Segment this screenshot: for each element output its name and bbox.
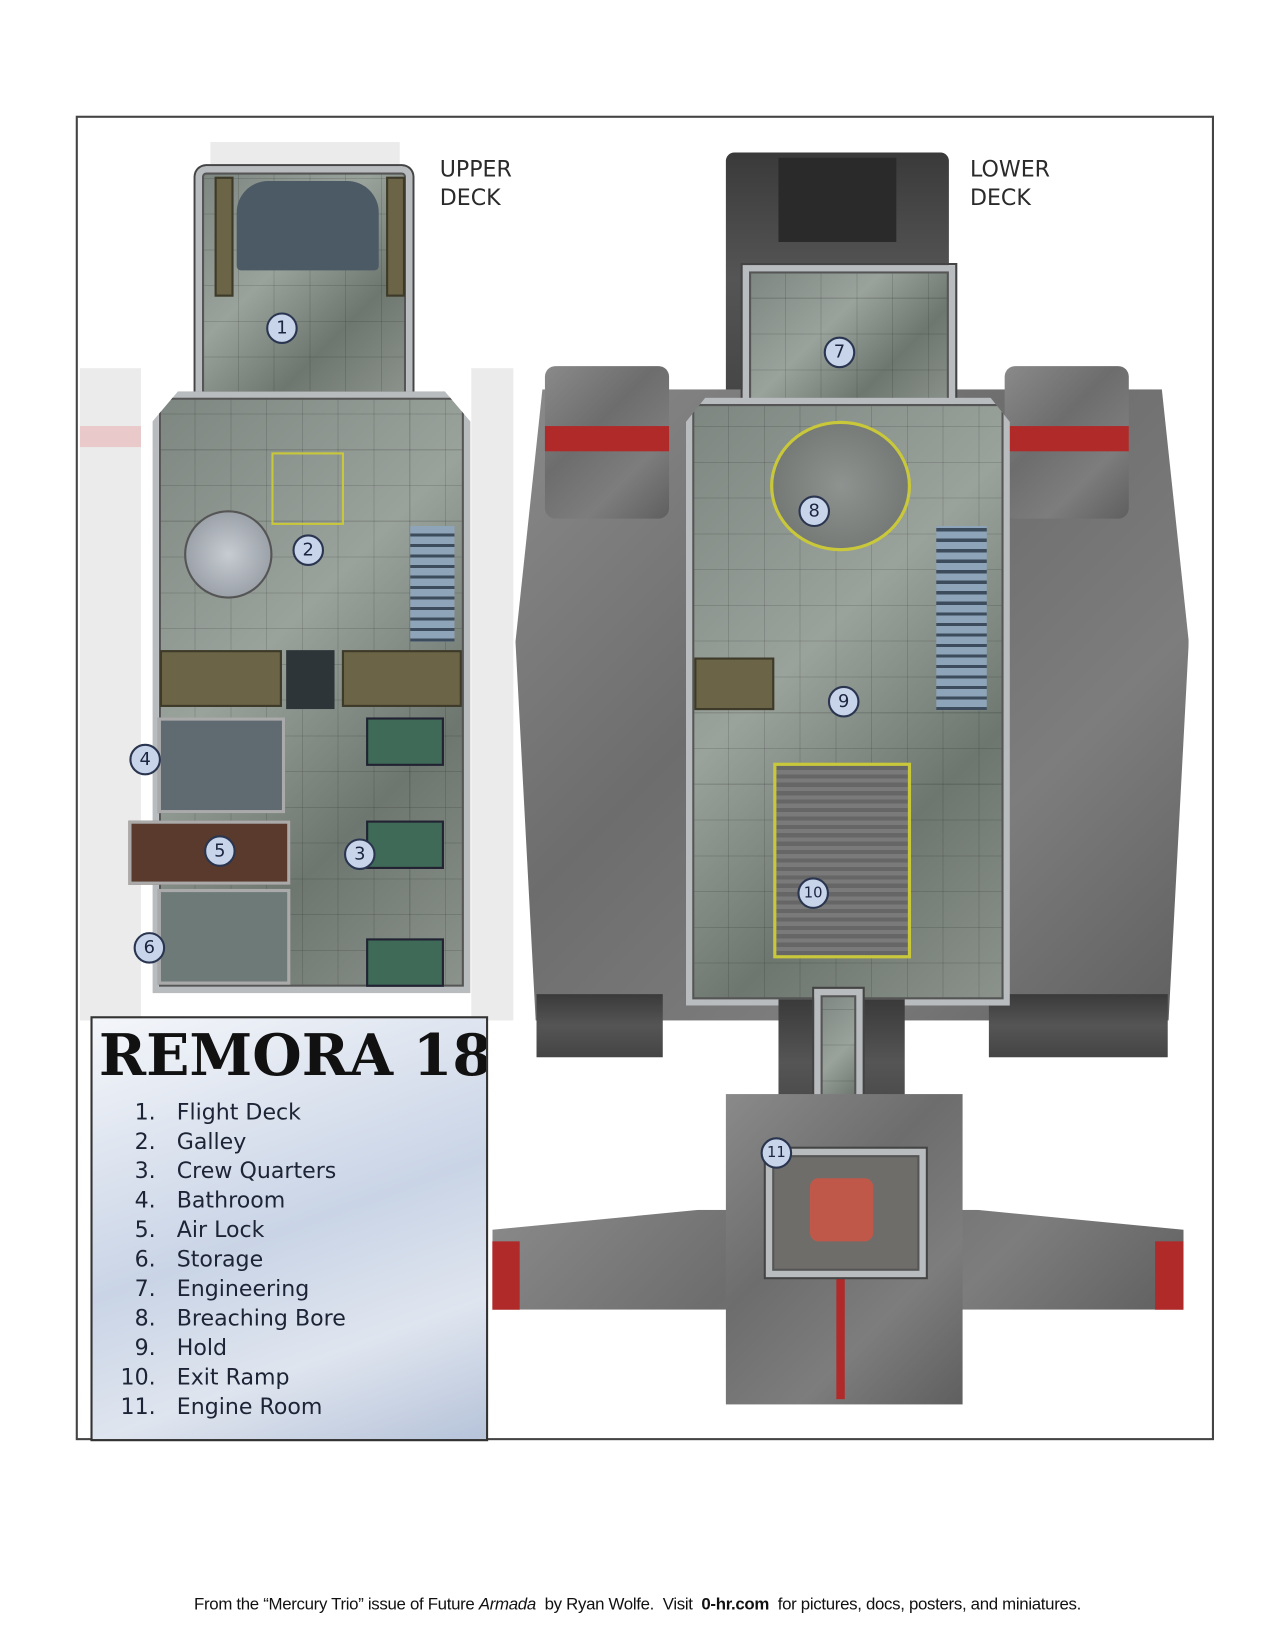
bathroom-room	[157, 717, 286, 814]
lower-deck-label-line1: LOWER	[969, 156, 1051, 182]
legend-number: 8.	[134, 1305, 156, 1331]
bunk-1	[366, 717, 444, 766]
footer-prefix: From the “Mercury Trio” issue of Future	[194, 1595, 479, 1614]
marker-3: 3	[344, 838, 376, 871]
marker-4: 4	[129, 743, 161, 776]
legend-label: Engine Room	[176, 1393, 323, 1420]
cockpit-controls	[236, 180, 379, 271]
footer-suffix: for pictures, docs, posters, and miniatu…	[769, 1595, 1082, 1614]
legend-label: Breaching Bore	[176, 1305, 346, 1331]
footer-site-link[interactable]: 0-hr.com	[701, 1595, 770, 1614]
legend-number: 3.	[134, 1158, 156, 1184]
legend-label: Crew Quarters	[176, 1158, 337, 1184]
marker-11: 11	[760, 1137, 793, 1169]
legend-number: 11.	[120, 1393, 156, 1420]
exit-ramp	[773, 762, 912, 959]
lower-stairs	[936, 526, 987, 711]
legend-label: Air Lock	[176, 1217, 265, 1243]
hatch-outline	[271, 452, 345, 525]
marker-8: 8	[798, 495, 831, 528]
left-pod-stripe	[544, 426, 670, 452]
marker-5: 5	[204, 835, 236, 867]
galley-table	[184, 510, 273, 599]
hold-crate	[694, 657, 775, 711]
console-right	[386, 176, 406, 297]
lower-deck-label: LOWER DECK	[970, 156, 1050, 213]
legend-number: 7.	[134, 1276, 156, 1302]
legend-number: 5.	[134, 1217, 156, 1243]
wing-tip-right	[1155, 1241, 1184, 1310]
bunk-3	[366, 938, 444, 987]
legend-number: 2.	[134, 1128, 156, 1155]
upper-deck-label-line1: UPPER	[439, 156, 512, 182]
legend-number: 9.	[134, 1334, 156, 1361]
storage-bay-right	[341, 650, 462, 707]
upper-deck-label: UPPER DECK	[440, 156, 512, 213]
legend-label: Galley	[176, 1128, 247, 1155]
footer-magazine: Armada	[478, 1595, 536, 1614]
legend-number: 4.	[134, 1187, 156, 1213]
legend-label: Engineering	[176, 1276, 310, 1302]
footer-middle: by Ryan Wolfe. Visit	[535, 1595, 702, 1614]
marker-1: 1	[266, 312, 298, 345]
console-left	[214, 176, 234, 297]
upper-deck-label-line2: DECK	[439, 185, 501, 211]
ladder-well	[286, 650, 335, 710]
legend-label: Flight Deck	[176, 1099, 301, 1125]
marker-6: 6	[133, 932, 166, 964]
engine-core	[810, 1178, 874, 1242]
marker-9: 9	[827, 685, 860, 718]
legend-number: 10.	[120, 1364, 156, 1390]
storage-room	[157, 888, 291, 985]
storage-bay-left	[159, 650, 282, 707]
nose-panel	[778, 157, 897, 242]
wing-tip-left	[492, 1241, 520, 1310]
credits-footer: From the “Mercury Trio” issue of Future …	[0, 1596, 1275, 1615]
ghost-stripe	[79, 426, 141, 448]
legend-label: Exit Ramp	[176, 1364, 290, 1390]
lower-deck-label-line2: DECK	[969, 185, 1031, 211]
ship-title: REMORA 18	[98, 1021, 489, 1089]
legend-label: Hold	[176, 1334, 228, 1361]
marker-7: 7	[823, 336, 856, 369]
marker-10: 10	[797, 877, 829, 909]
right-thruster	[988, 994, 1168, 1058]
legend-number: 6.	[134, 1246, 156, 1272]
upper-stairs	[410, 526, 455, 642]
marker-2: 2	[292, 534, 325, 566]
ghost-hull-right	[471, 368, 514, 1021]
legend-label: Storage	[176, 1246, 264, 1272]
legend-number: 1.	[134, 1099, 156, 1125]
legend-panel: REMORA 18 1. Flight Deck 2. Galley 3. Crew Qu…	[90, 1016, 489, 1442]
right-pod-stripe	[1004, 426, 1129, 452]
breaching-bore	[770, 420, 912, 552]
engine-stripe	[836, 1272, 845, 1400]
engineering-room	[742, 265, 956, 413]
legend-label: Bathroom	[176, 1187, 286, 1213]
bunk-2	[366, 820, 444, 869]
ghost-hull-left	[79, 368, 141, 1021]
left-thruster	[536, 994, 663, 1058]
